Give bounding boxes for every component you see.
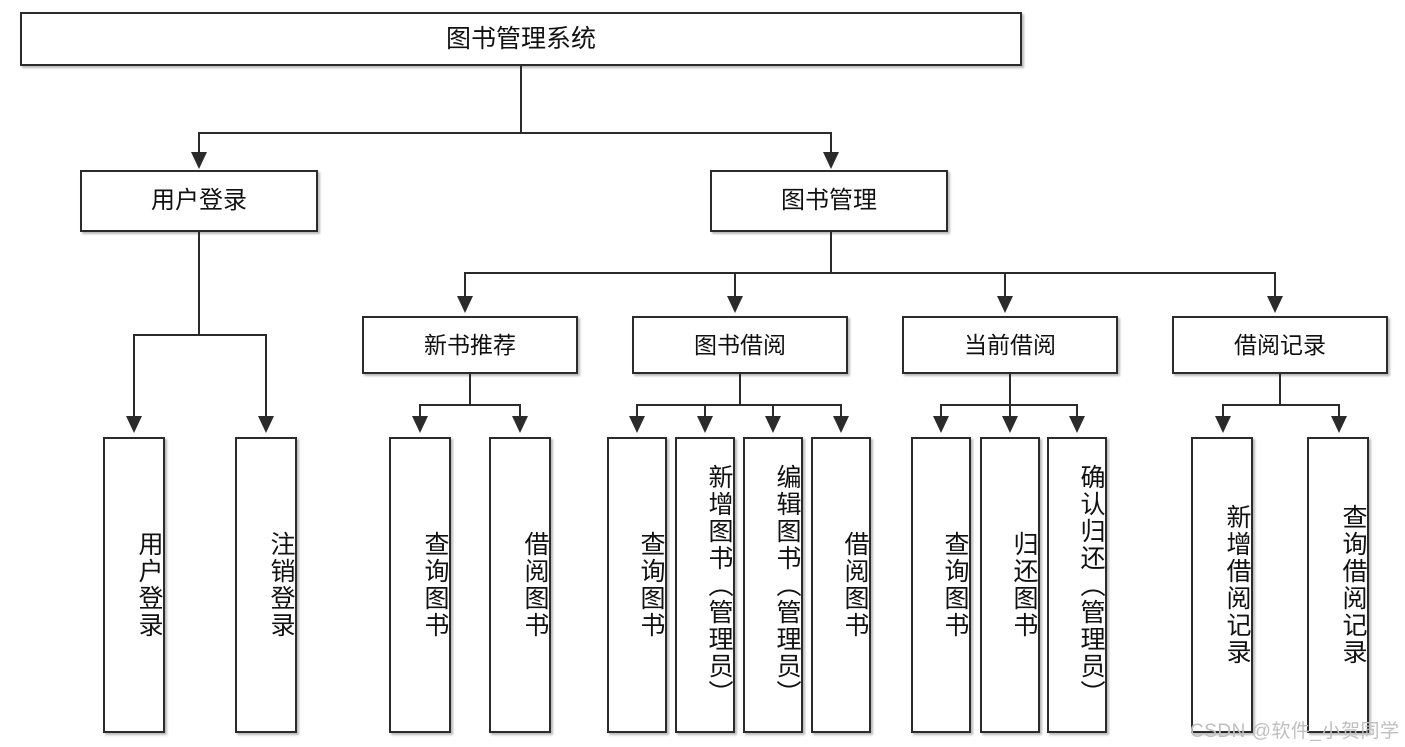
node-label: 图书管理系统: [445, 24, 596, 53]
arrowhead-leaf-br-1: [1215, 416, 1231, 433]
arrowhead-book-management: [823, 152, 839, 169]
leaf-book-borrow-edit[interactable]: 编辑图书（管理员）: [743, 437, 803, 733]
connector-user-login-drop-2: [265, 334, 267, 418]
arrowhead-current-borrow: [997, 296, 1013, 313]
connector-bb-drop-1: [636, 404, 638, 418]
leaf-user-login-logout[interactable]: 注销登录: [235, 437, 297, 733]
connector-root-stem: [520, 66, 522, 134]
arrowhead-book-borrow: [727, 296, 743, 313]
arrowhead-borrow-record: [1267, 296, 1283, 313]
arrowhead-leaf-cb-3: [1069, 416, 1085, 433]
arrowhead-leaf-bb-2: [697, 416, 713, 433]
arrowhead-user-login: [191, 152, 207, 169]
connector-nbr-drop-1: [419, 404, 421, 418]
connector-br-drop-1: [1222, 404, 1224, 418]
connector-book-management-stem: [830, 232, 832, 274]
connector-br-stem: [1279, 374, 1281, 406]
connector-user-login-stem: [198, 232, 200, 336]
connector-cb-drop-3: [1076, 404, 1078, 418]
connector-bm-drop-1: [464, 272, 466, 298]
arrowhead-leaf-nbr-2: [512, 416, 528, 433]
connector-cb-drop-1: [940, 404, 942, 418]
leaf-label: 用户登录: [135, 531, 163, 639]
connector-nbr-rail: [419, 404, 521, 406]
arrowhead-leaf-nbr-1: [412, 416, 428, 433]
connector-br-rail: [1222, 404, 1340, 406]
connector-root-to-user-login: [198, 132, 200, 154]
connector-bb-stem: [739, 374, 741, 406]
leaf-label: 查询图书: [637, 531, 665, 639]
leaf-label: 借阅图书: [841, 531, 869, 639]
leaf-user-login-login[interactable]: 用户登录: [103, 437, 165, 733]
node-book-management[interactable]: 图书管理: [710, 170, 948, 232]
node-user-login[interactable]: 用户登录: [80, 170, 318, 232]
node-current-borrow[interactable]: 当前借阅: [902, 316, 1118, 374]
connector-bm-drop-2: [734, 272, 736, 298]
node-label: 借阅记录: [1234, 331, 1326, 358]
leaf-label: 确认归还（管理员）: [1077, 463, 1105, 707]
leaf-label: 查询图书: [941, 531, 969, 639]
leaf-label: 新增图书（管理员）: [705, 463, 733, 707]
leaf-new-book-query[interactable]: 查询图书: [389, 437, 451, 733]
node-label: 当前借阅: [964, 331, 1056, 358]
node-label: 新书推荐: [424, 331, 516, 358]
arrowhead-leaf-bb-1: [629, 416, 645, 433]
node-root-book-management-system[interactable]: 图书管理系统: [20, 12, 1022, 66]
leaf-label: 新增借阅记录: [1223, 504, 1251, 666]
leaf-current-borrow-query[interactable]: 查询图书: [911, 437, 971, 733]
connector-user-login-drop-1: [133, 334, 135, 418]
leaf-label: 编辑图书（管理员）: [773, 463, 801, 707]
leaf-label: 归还图书: [1010, 531, 1038, 639]
connector-root-to-book-management: [830, 132, 832, 154]
arrowhead-leaf-bb-4: [833, 416, 849, 433]
leaf-label: 查询借阅记录: [1339, 504, 1367, 666]
arrowhead-leaf-bb-3: [765, 416, 781, 433]
connector-cb-stem: [1009, 374, 1011, 406]
node-new-book-recommend[interactable]: 新书推荐: [362, 316, 578, 374]
leaf-book-borrow-add[interactable]: 新增图书（管理员）: [675, 437, 735, 733]
leaf-borrow-record-query[interactable]: 查询借阅记录: [1307, 437, 1369, 733]
leaf-label: 查询图书: [421, 531, 449, 639]
node-label: 图书借阅: [694, 331, 786, 358]
connector-bb-drop-2: [704, 404, 706, 418]
connector-nbr-stem: [469, 374, 471, 406]
arrowhead-leaf-user-login-1: [126, 416, 142, 433]
connector-nbr-drop-2: [519, 404, 521, 418]
arrowhead-leaf-br-2: [1331, 416, 1347, 433]
leaf-label: 注销登录: [267, 531, 295, 639]
node-label: 图书管理: [781, 187, 877, 215]
node-book-borrow[interactable]: 图书借阅: [632, 316, 848, 374]
connector-bm-drop-3: [1004, 272, 1006, 298]
leaf-book-borrow-borrow[interactable]: 借阅图书: [811, 437, 871, 733]
leaf-current-borrow-return[interactable]: 归还图书: [980, 437, 1040, 733]
leaf-book-borrow-query[interactable]: 查询图书: [607, 437, 667, 733]
connector-root-rail: [198, 132, 832, 134]
arrowhead-leaf-cb-1: [933, 416, 949, 433]
leaf-current-borrow-confirm-return[interactable]: 确认归还（管理员）: [1047, 437, 1107, 733]
node-label: 用户登录: [151, 187, 247, 215]
connector-bm-drop-4: [1274, 272, 1276, 298]
node-borrow-record[interactable]: 借阅记录: [1172, 316, 1388, 374]
connector-cb-drop-2: [1009, 404, 1011, 418]
leaf-borrow-record-add[interactable]: 新增借阅记录: [1191, 437, 1253, 733]
arrowhead-leaf-user-login-2: [258, 416, 274, 433]
connector-book-management-rail: [464, 272, 1276, 274]
arrowhead-new-book-recommend: [457, 296, 473, 313]
connector-br-drop-2: [1338, 404, 1340, 418]
connector-bb-drop-3: [772, 404, 774, 418]
connector-bb-rail: [636, 404, 841, 406]
leaf-new-book-borrow[interactable]: 借阅图书: [489, 437, 551, 733]
arrowhead-leaf-cb-2: [1002, 416, 1018, 433]
connector-bb-drop-4: [840, 404, 842, 418]
leaf-label: 借阅图书: [521, 531, 549, 639]
connector-user-login-rail: [133, 334, 267, 336]
